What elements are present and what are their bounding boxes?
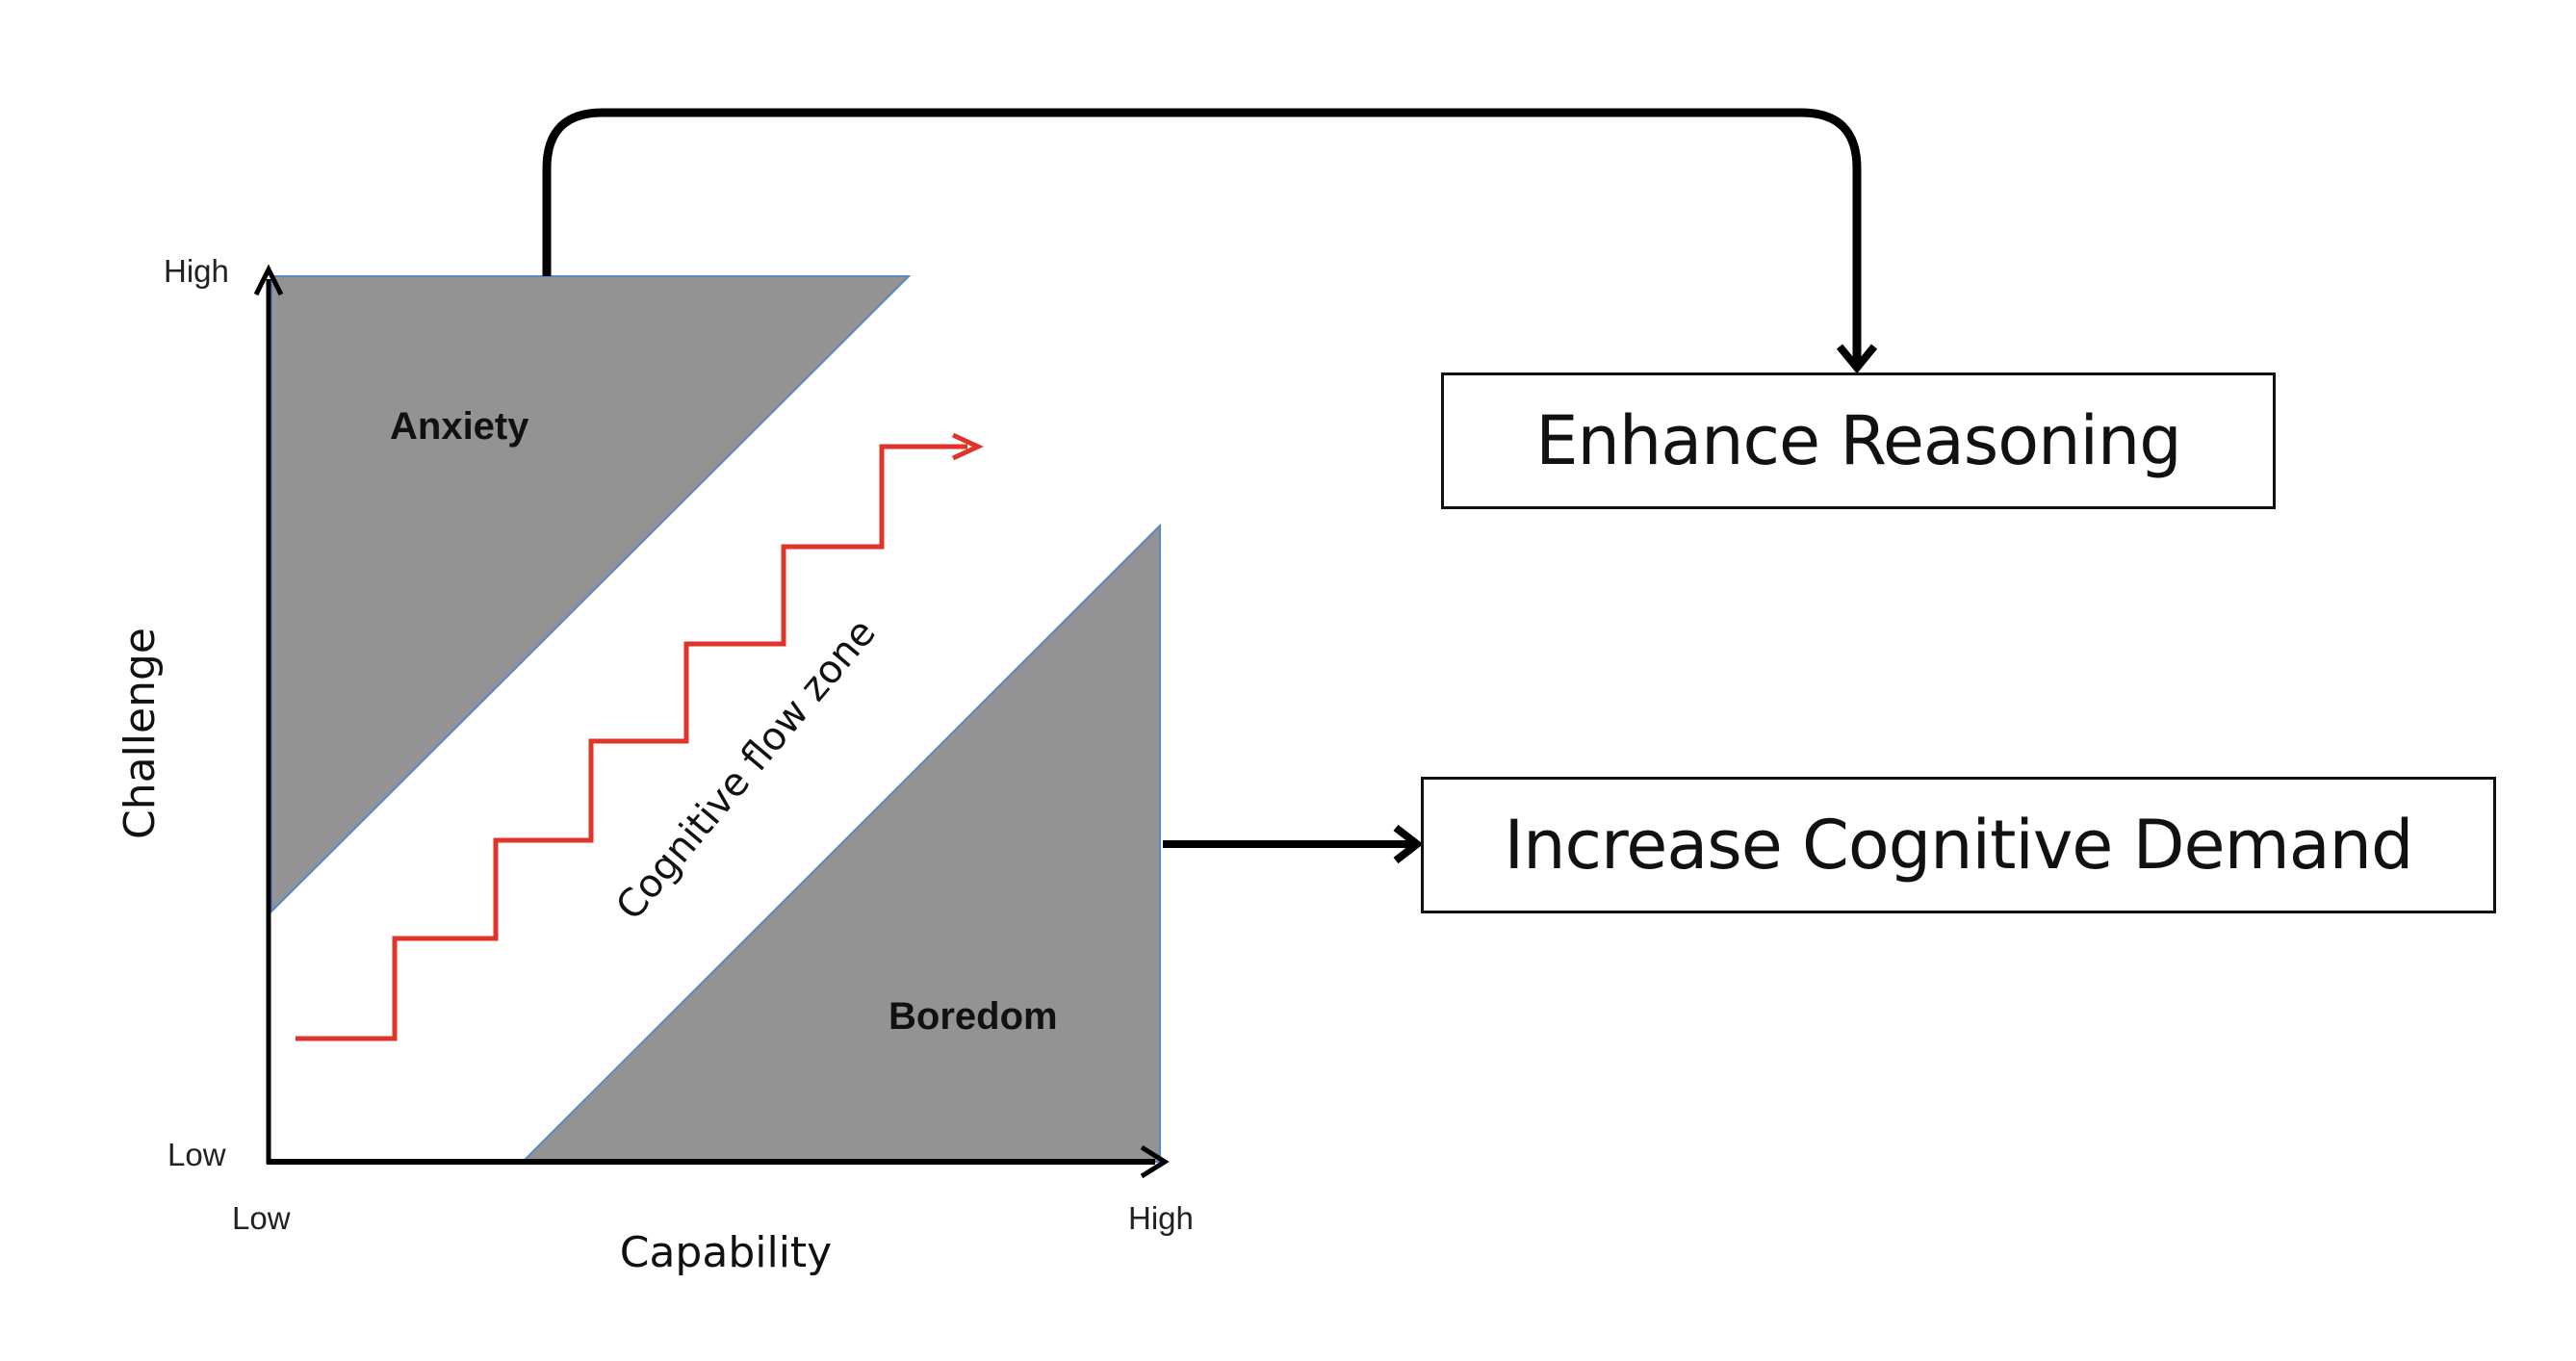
staircase-path [296,444,967,1041]
enhance-reasoning-box: Enhance Reasoning [1441,372,2276,509]
y-axis-high-label: High [164,253,229,289]
y-axis-arrowhead [253,264,284,296]
connector-to-increase-arrowhead [1393,824,1424,864]
enhance-reasoning-label: Enhance Reasoning [1535,401,2181,480]
y-axis-low-label: Low [167,1137,226,1172]
connector-to-enhance [542,108,1862,364]
x-axis-title: Capability [620,1228,832,1277]
staircase-arrowhead [951,432,984,461]
x-axis-high-label: High [1128,1200,1194,1236]
x-axis-low-label: Low [232,1200,291,1236]
increase-cognitive-demand-box: Increase Cognitive Demand [1421,777,2496,913]
y-axis-title: Challenge [116,628,165,839]
anxiety-label: Anxiety [390,405,529,448]
boredom-label: Boredom [889,995,1058,1038]
x-axis-arrowhead [1140,1144,1170,1179]
connector-to-enhance-arrowhead [1836,344,1878,374]
anxiety-region [270,275,912,914]
increase-cognitive-demand-label: Increase Cognitive Demand [1504,806,2414,885]
